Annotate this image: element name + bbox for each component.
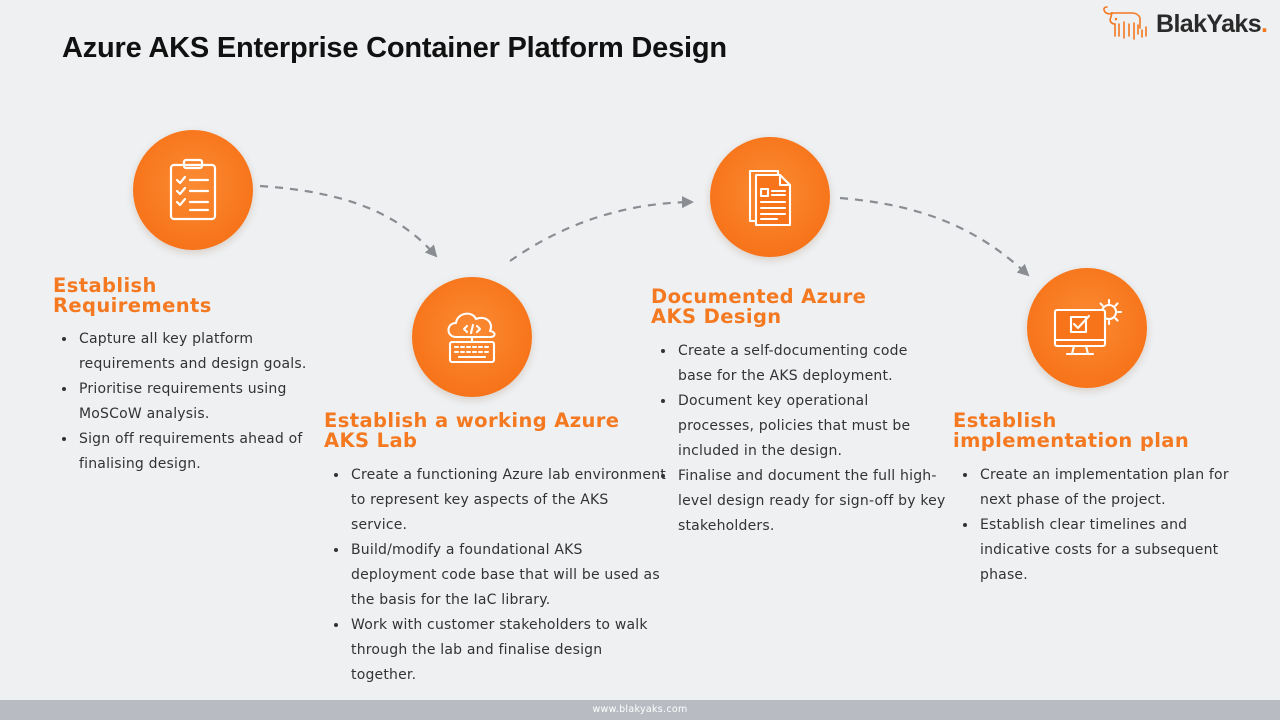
step-3-icon-circle bbox=[710, 137, 830, 257]
list-item: Create an implementation plan for next p… bbox=[978, 463, 1246, 513]
step-2-icon-circle bbox=[412, 277, 532, 397]
step-1-icon-circle bbox=[133, 130, 253, 250]
list-item: Create a self-documenting code base for … bbox=[676, 339, 946, 389]
list-item: Work with customer stakeholders to walk … bbox=[349, 613, 667, 688]
step-3-bullets: Create a self-documenting code base for … bbox=[652, 339, 946, 539]
footer-bar: www.blakyaks.com bbox=[0, 700, 1280, 720]
page-title: Azure AKS Enterprise Container Platform … bbox=[62, 32, 727, 64]
clipboard-checklist-icon bbox=[169, 158, 217, 221]
yak-icon bbox=[1103, 6, 1147, 40]
connector-arrow-1 bbox=[259, 184, 438, 258]
list-item: Prioritise requirements using MoSCoW ana… bbox=[77, 377, 337, 427]
list-item: Finalise and document the full high-leve… bbox=[676, 464, 946, 539]
step-4-bullets: Create an implementation plan for next p… bbox=[954, 463, 1246, 588]
step-4-icon-circle bbox=[1027, 268, 1147, 388]
list-item: Sign off requirements ahead of finalisin… bbox=[77, 427, 337, 477]
documents-icon bbox=[748, 169, 792, 227]
list-item: Create a functioning Azure lab environme… bbox=[349, 463, 667, 538]
connector-arrow-3 bbox=[839, 196, 1030, 277]
monitor-gear-icon bbox=[1053, 298, 1123, 356]
list-item: Document key operational processes, poli… bbox=[676, 389, 946, 464]
step-1-bullets: Capture all key platform requirements an… bbox=[53, 327, 337, 477]
list-item: Establish clear timelines and indicative… bbox=[978, 513, 1246, 588]
brand-logo[interactable]: BlakYaks. bbox=[1102, 4, 1277, 44]
cloud-code-icon bbox=[447, 312, 496, 364]
list-item: Capture all key platform requirements an… bbox=[77, 327, 337, 377]
footer-url-link[interactable]: www.blakyaks.com bbox=[592, 704, 688, 715]
step-2-bullets: Create a functioning Azure lab environme… bbox=[325, 463, 667, 688]
list-item: Build/modify a foundational AKS deployme… bbox=[349, 538, 667, 613]
brand-name: BlakYaks. bbox=[1156, 10, 1268, 38]
connector-arrow-2 bbox=[509, 196, 694, 262]
